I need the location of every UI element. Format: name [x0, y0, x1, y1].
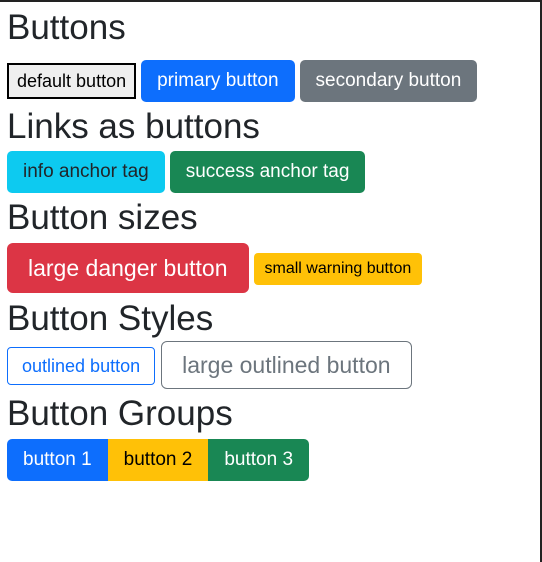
sizes-row: large danger button small warning button: [7, 243, 537, 293]
large-danger-button[interactable]: large danger button: [7, 243, 249, 293]
buttons-row: default button primary button secondary …: [7, 52, 537, 102]
large-outlined-button[interactable]: large outlined button: [161, 341, 412, 389]
window-top-border: [0, 0, 542, 2]
styles-row: outlined button large outlined button: [7, 341, 537, 389]
group-button-2[interactable]: button 2: [107, 439, 209, 481]
button-group: button 1 button 2 button 3: [7, 439, 537, 481]
group-button-3[interactable]: button 3: [208, 439, 310, 481]
group-button-1[interactable]: button 1: [7, 439, 108, 481]
window-right-border: [540, 0, 542, 562]
heading-buttons: Buttons: [7, 8, 126, 47]
small-warning-button[interactable]: small warning button: [253, 253, 423, 285]
default-button[interactable]: default button: [7, 63, 137, 99]
heading-button-styles: Button Styles: [7, 299, 214, 338]
links-row: info anchor tag success anchor tag: [7, 151, 537, 193]
success-anchor-button[interactable]: success anchor tag: [169, 151, 366, 193]
primary-button[interactable]: primary button: [141, 60, 295, 102]
page-content: Buttons default button primary button se…: [7, 6, 537, 481]
secondary-button[interactable]: secondary button: [299, 60, 478, 102]
info-anchor-button[interactable]: info anchor tag: [7, 151, 165, 193]
heading-button-groups: Button Groups: [7, 394, 233, 433]
heading-button-sizes: Button sizes: [7, 198, 198, 237]
heading-links-as-buttons: Links as buttons: [7, 107, 260, 146]
outlined-button[interactable]: outlined button: [7, 347, 156, 385]
